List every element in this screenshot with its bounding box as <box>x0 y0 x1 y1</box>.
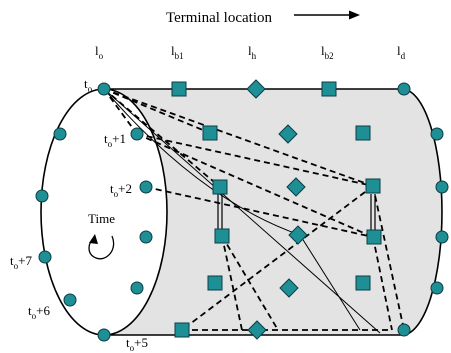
terminal-node <box>214 228 230 244</box>
destination-node <box>397 82 411 96</box>
hub-node <box>286 177 306 197</box>
destination-node <box>435 180 449 194</box>
location-label-ld: ld <box>397 43 406 61</box>
origin-node <box>97 82 111 96</box>
destination-node <box>430 127 444 141</box>
terminal-node <box>355 125 371 141</box>
location-label-lo: lo <box>95 43 104 61</box>
waiting-arcs <box>217 194 376 230</box>
time-label-to: to <box>84 76 93 94</box>
origin-node <box>130 127 144 141</box>
hub-node <box>278 124 298 144</box>
time-label-to-plus-7: to+7 <box>10 253 32 271</box>
terminal-node <box>365 178 381 194</box>
right-arrow-icon <box>294 10 360 20</box>
time-annotation-label: Time <box>88 211 115 226</box>
destination-node <box>435 230 449 244</box>
terminal-node <box>202 125 218 141</box>
location-label-lb1: lb1 <box>171 43 184 61</box>
time-labels: to to+1 to+2 to+5 to+6 to+7 <box>10 76 148 353</box>
dashed-arcs <box>103 88 405 331</box>
terminal-node <box>174 322 190 338</box>
terminal-node <box>321 81 337 97</box>
time-label-to-plus-2: to+2 <box>110 181 132 199</box>
terminal-node <box>207 275 223 291</box>
hub-node <box>288 225 308 245</box>
terminal-node <box>366 229 382 245</box>
time-label-to-plus-1: to+1 <box>104 131 126 149</box>
destination-node <box>430 281 444 295</box>
solid-arcs <box>103 88 381 334</box>
origin-node <box>53 127 67 141</box>
location-label-lh: lh <box>248 43 257 61</box>
terminal-node <box>212 179 228 195</box>
time-label-to-plus-5: to+5 <box>126 335 148 353</box>
time-label-to-plus-6: to+6 <box>28 303 50 321</box>
terminal-node <box>171 81 187 97</box>
header-title: Terminal location <box>166 10 272 26</box>
hub-node <box>279 278 299 298</box>
location-labels: lo lb1 lh lb2 ld <box>95 43 406 61</box>
origin-node <box>35 189 49 203</box>
cylinder-surface <box>103 88 443 336</box>
circular-arrow-icon <box>88 234 115 260</box>
nodes <box>35 79 449 342</box>
hub-node <box>247 320 267 340</box>
origin-node <box>139 180 153 194</box>
origin-node <box>97 328 111 342</box>
location-label-lb2: lb2 <box>321 43 334 61</box>
origin-node <box>139 230 153 244</box>
hub-node <box>246 79 266 99</box>
origin-node <box>38 250 52 264</box>
terminal-node <box>355 275 371 291</box>
destination-node <box>397 323 411 337</box>
origin-node <box>63 293 77 307</box>
origin-node <box>130 281 144 295</box>
